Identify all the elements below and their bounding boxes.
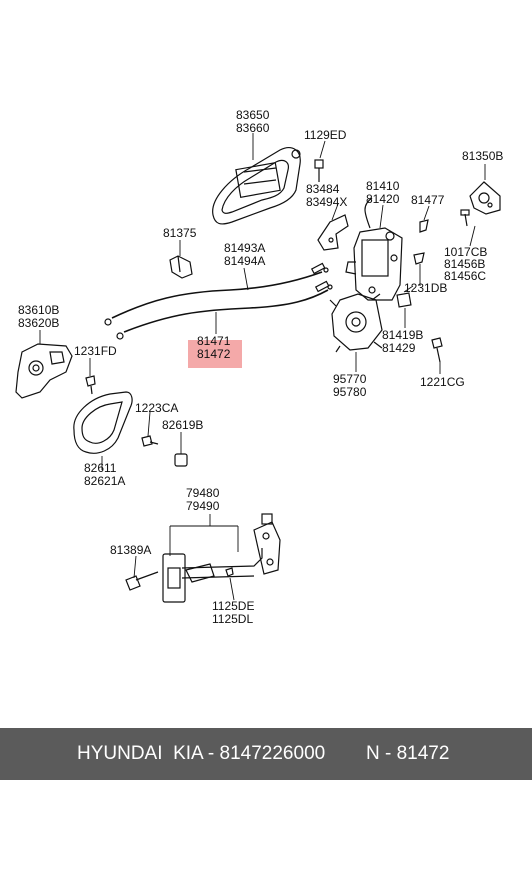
screw-1231fd-drawing	[85, 375, 96, 395]
label-95770: 95770	[333, 372, 367, 386]
label-82611: 82611	[84, 461, 117, 475]
bumper-81419b-drawing	[396, 292, 412, 308]
label-81456c: 81456C	[444, 269, 487, 283]
screw-1221cg-drawing	[431, 337, 443, 363]
label-81456b: 81456B	[444, 257, 486, 271]
label-82619b: 82619B	[162, 418, 204, 432]
label-83610b: 83610B	[18, 303, 60, 317]
clip-81375-drawing	[169, 255, 193, 279]
label-81471: 81471	[197, 334, 231, 348]
label-1125de: 1125DE	[212, 599, 255, 613]
bolt-1129ed-drawing	[314, 159, 324, 182]
label-81389a: 81389A	[110, 543, 152, 557]
label-1221cg: 1221CG	[420, 375, 465, 389]
label-1129ed: 1129ED	[304, 128, 347, 142]
label-81477: 81477	[411, 193, 445, 207]
screw-1223ca-drawing	[141, 435, 159, 447]
label-83620b: 83620B	[18, 316, 60, 330]
label-1223ca: 1223CA	[135, 401, 179, 415]
label-81350b: 81350B	[462, 149, 504, 163]
label-1231db: 1231DB	[404, 281, 448, 295]
label-81494a: 81494A	[224, 254, 266, 268]
handle-83610b-drawing	[15, 343, 73, 399]
label-83660: 83660	[236, 121, 270, 135]
label-1017cb: 1017CB	[444, 245, 488, 259]
label-81419b: 81419B	[382, 328, 424, 342]
cables-drawing	[104, 262, 333, 340]
parts-diagram: 83650 83660 1129ED 81350B 83484 83494X 8…	[15, 108, 504, 626]
label-79490: 79490	[186, 499, 220, 513]
label-1231fd: 1231FD	[74, 344, 117, 358]
label-81493a: 81493A	[224, 241, 266, 255]
label-81410: 81410	[366, 179, 400, 193]
label-79480: 79480	[186, 486, 220, 500]
label-81429: 81429	[382, 341, 416, 355]
label-82621a: 82621A	[84, 474, 126, 488]
cover-82619b-drawing	[174, 453, 188, 467]
pin-81477-drawing	[413, 219, 429, 265]
label-81375: 81375	[163, 226, 197, 240]
label-1125dl: 1125DL	[212, 612, 254, 626]
label-83484: 83484	[306, 182, 340, 196]
footer-brand-code: HYUNDAI KIA - 8147226000	[77, 743, 326, 764]
label-81472: 81472	[197, 347, 231, 361]
footer-bar: HYUNDAI KIA - 8147226000 N - 81472	[0, 728, 532, 780]
label-83494x: 83494X	[306, 195, 348, 209]
actuator-95770-drawing	[329, 293, 383, 353]
diagram-drawing	[15, 133, 501, 603]
bezel-82611-drawing	[73, 391, 133, 454]
bracket-83484-drawing	[317, 214, 349, 251]
checker-79480-drawing	[162, 513, 281, 603]
label-83650: 83650	[236, 108, 270, 122]
label-95780: 95780	[333, 385, 367, 399]
striker-81350b-drawing	[460, 181, 501, 227]
latch-81410-drawing	[345, 197, 403, 301]
highlight-box	[188, 340, 242, 368]
bolt-81389a-drawing	[125, 571, 159, 591]
label-81420: 81420	[366, 192, 400, 206]
footer-part-number: N - 81472	[366, 743, 450, 764]
outside-handle-drawing	[212, 147, 301, 225]
